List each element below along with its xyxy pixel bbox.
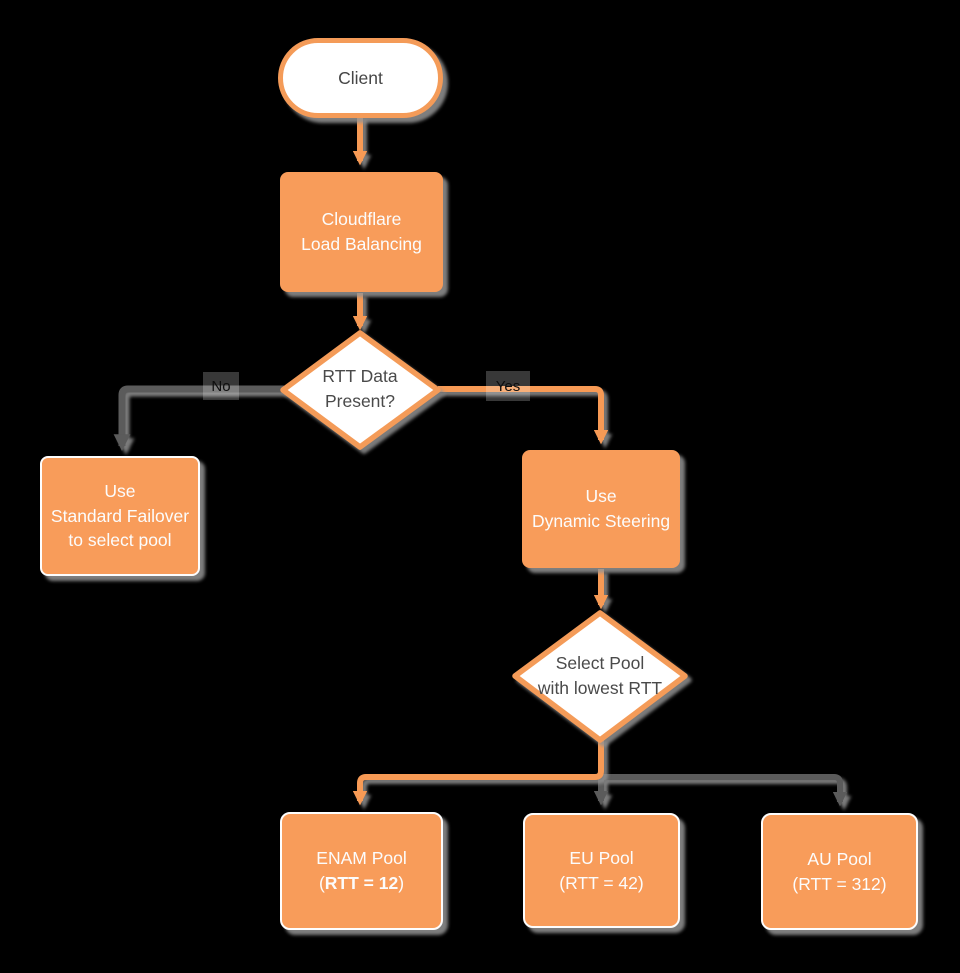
au-pool-rtt: (RTT = 312) bbox=[792, 873, 887, 894]
rtt-decision-label: RTT Data Present? bbox=[322, 366, 398, 412]
eu-pool-node-label: EU Pool (RTT = 42) bbox=[559, 846, 643, 896]
client-node-label: Client bbox=[338, 67, 383, 88]
edge-rttdecision-to-standardfailover bbox=[113, 385, 284, 452]
rtt-decision-diamond bbox=[280, 330, 441, 450]
standard-failover-node: Use Standard Failover to select pool bbox=[40, 456, 200, 576]
client-node: Client bbox=[278, 38, 443, 118]
edge-rttdecision-to-dynamicsteering bbox=[438, 386, 609, 445]
enam-pool-rtt: (RTT = 12) bbox=[318, 873, 405, 893]
select-pool-diamond bbox=[512, 610, 688, 743]
edge-label-no: No bbox=[203, 372, 239, 400]
enam-pool-title: ENAM Pool bbox=[316, 848, 407, 869]
au-pool-node-label: AU Pool (RTT = 312) bbox=[792, 847, 886, 897]
enam-pool-node: ENAM Pool (RTT = 12) bbox=[280, 812, 443, 930]
edge-label-yes: Yes bbox=[486, 371, 530, 401]
enam-pool-node-label: ENAM Pool (RTT = 12) bbox=[316, 846, 406, 896]
au-pool-node: AU Pool (RTT = 312) bbox=[761, 813, 918, 930]
au-pool-title: AU Pool bbox=[807, 848, 872, 869]
standard-failover-node-label: Use Standard Failover to select pool bbox=[50, 480, 190, 551]
edge-selectpool-to-enampool bbox=[352, 738, 604, 806]
load-balancing-node-label: Cloudflare Load Balancing bbox=[301, 209, 422, 254]
load-balancing-node: Cloudflare Load Balancing bbox=[280, 172, 443, 292]
edge-selectpool-to-aupool bbox=[601, 774, 848, 807]
dynamic-steering-node-label: Use Dynamic Steering bbox=[531, 486, 671, 531]
eu-pool-node: EU Pool (RTT = 42) bbox=[523, 813, 680, 928]
select-pool-label: Select Pool with lowest RTT bbox=[537, 653, 663, 699]
eu-pool-rtt: (RTT = 42) bbox=[559, 872, 644, 893]
eu-pool-title: EU Pool bbox=[569, 847, 634, 868]
dynamic-steering-node: Use Dynamic Steering bbox=[522, 450, 680, 568]
